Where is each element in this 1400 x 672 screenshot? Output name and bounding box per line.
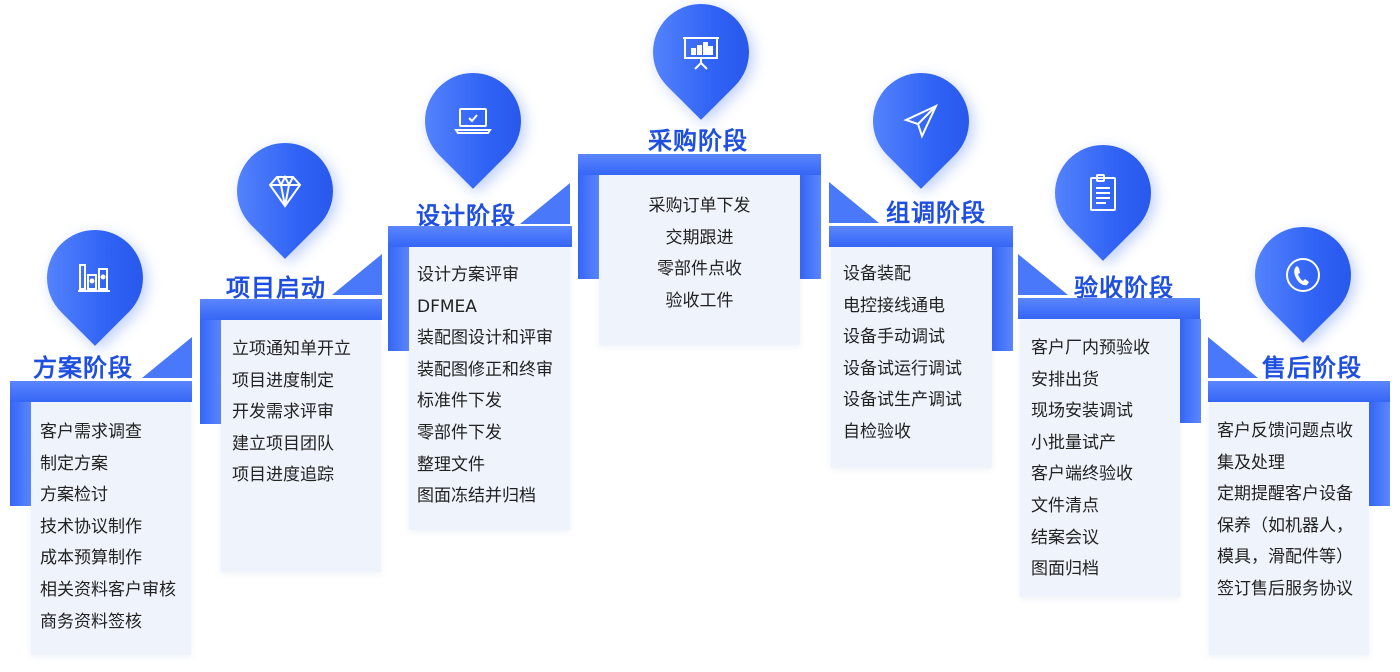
task-item: 客户端终验收	[1031, 464, 1133, 485]
stage-side	[388, 247, 409, 351]
task-item: 设备装配	[843, 264, 911, 284]
stage-bar	[388, 226, 572, 247]
stage-pin	[1235, 207, 1371, 343]
task-item: 图面归档	[1031, 559, 1099, 580]
task-item: 商务资料签核	[40, 611, 142, 632]
stage-side	[800, 175, 821, 279]
task-item: 装配图修正和终审	[417, 359, 553, 380]
task-item: 客户反馈问题点收	[1217, 421, 1353, 441]
task-item: 开发需求评审	[232, 402, 334, 423]
task-item: 相关资料客户审核	[40, 579, 176, 600]
task-item: 整理文件	[417, 454, 485, 475]
task-item: 制定方案	[40, 453, 108, 474]
stage-task-box: 立项通知单开立 项目进度制定 开发需求评审 建立项目团队 项目进度追踪	[221, 320, 381, 572]
stage-ramp	[142, 337, 192, 378]
paper-plane-icon	[903, 103, 939, 139]
task-item: 验收工件	[665, 290, 734, 311]
task-item: 客户厂内预验收	[1031, 338, 1150, 358]
task-item: 图面冻结并归档	[417, 486, 536, 507]
laptop-check-icon	[454, 108, 492, 134]
stage-title: 组调阶段	[886, 199, 986, 227]
task-item: 标准件下发	[417, 391, 502, 412]
stage-pin	[217, 123, 353, 259]
stage-task-box: 客户厂内预验收 安排出货 现场安装调试 小批量试产 客户端终验收 文件清点 结案…	[1020, 319, 1180, 597]
task-item: 零部件点收	[657, 259, 742, 280]
presentation-board-icon	[683, 36, 719, 70]
task-item: 安排出货	[1031, 369, 1099, 390]
task-item: 采购订单下发	[648, 196, 751, 216]
task-item: 设备试运行调试	[843, 358, 962, 379]
stage-title: 验收阶段	[1074, 274, 1174, 302]
task-item: 结案会议	[1031, 527, 1099, 548]
task-item: 装配图设计和评审	[417, 328, 553, 349]
task-item: 签订售后服务协议	[1217, 578, 1353, 599]
stage-task-box: 设计方案评审 DFMEA 装配图设计和评审 装配图修正和终审 标准件下发 零部件…	[409, 247, 570, 530]
task-item: 零部件下发	[417, 422, 502, 443]
task-item: 小批量试产	[1031, 432, 1116, 453]
stage-side	[200, 320, 221, 424]
stage-side	[992, 247, 1013, 351]
stage-bar	[10, 381, 192, 402]
stage-title: 项目启动	[226, 274, 326, 302]
task-item: 方案检讨	[40, 485, 108, 506]
task-item: 定期提醒客户设备	[1217, 484, 1353, 505]
stage-side	[1180, 319, 1201, 423]
stage-bar	[1208, 381, 1390, 402]
stage-ramp	[1018, 254, 1068, 295]
task-item: 技术协议制作	[40, 516, 142, 537]
task-item: 设备手动调试	[843, 327, 945, 348]
clipboard-document-icon	[1090, 174, 1116, 211]
stage-ramp	[332, 254, 382, 295]
task-item: 交期跟进	[665, 227, 734, 248]
task-item: 项目进度制定	[232, 370, 334, 391]
stage-side	[578, 175, 599, 279]
task-item: 立项通知单开立	[232, 339, 351, 359]
task-item: 现场安装调试	[1031, 401, 1133, 422]
stage-ramp	[520, 183, 570, 224]
stage-bar	[578, 154, 821, 175]
stage-pin	[633, 0, 769, 120]
stage-pin	[853, 53, 989, 189]
stage-ramp	[1208, 337, 1258, 378]
diamond-icon	[268, 174, 302, 208]
stage-bar	[200, 299, 382, 320]
task-item: 成本预算制作	[40, 548, 142, 569]
building-chart-icon	[78, 264, 110, 292]
phone-handset-icon	[1286, 258, 1320, 292]
stage-title: 设计阶段	[416, 202, 516, 230]
stage-task-box: 客户需求调查 制定方案 方案检讨 技术协议制作 成本预算制作 相关资料客户审核 …	[31, 402, 191, 655]
stage-title: 售后阶段	[1262, 354, 1362, 382]
stage-pin	[405, 53, 541, 189]
task-item: 建立项目团队	[232, 433, 334, 454]
stage-task-box: 采购订单下发 交期跟进 零部件点收 验收工件	[599, 175, 800, 345]
stage-bar	[1018, 298, 1200, 319]
stage-task-box: 设备装配 电控接线通电 设备手动调试 设备试运行调试 设备试生产调试 自检验收	[831, 247, 992, 468]
task-item: DFMEA	[417, 296, 477, 317]
stage-side	[10, 402, 31, 506]
stage-bar	[829, 226, 1013, 247]
stage-task-box: 客户反馈问题点收 集及处理 定期提醒客户设备 保养（如机器人， 模具，滑配件等）…	[1209, 402, 1369, 655]
task-item: 设备试生产调试	[843, 390, 962, 411]
task-item: 设计方案评审	[417, 265, 519, 285]
stage-pin	[1035, 125, 1171, 261]
stage-side	[1369, 402, 1390, 506]
task-item: 自检验收	[843, 421, 911, 442]
task-item: 客户需求调查	[40, 422, 142, 442]
stage-title: 方案阶段	[33, 354, 133, 382]
task-item: 模具，滑配件等）	[1217, 547, 1353, 568]
task-item: 项目进度追踪	[232, 465, 334, 486]
task-item: 集及处理	[1217, 452, 1285, 473]
stage-title: 采购阶段	[648, 127, 748, 155]
task-item: 文件清点	[1031, 495, 1099, 516]
stage-ramp	[829, 182, 879, 223]
task-item: 电控接线通电	[843, 295, 945, 316]
task-item: 保养（如机器人，	[1217, 515, 1353, 536]
stage-pin	[27, 210, 163, 346]
